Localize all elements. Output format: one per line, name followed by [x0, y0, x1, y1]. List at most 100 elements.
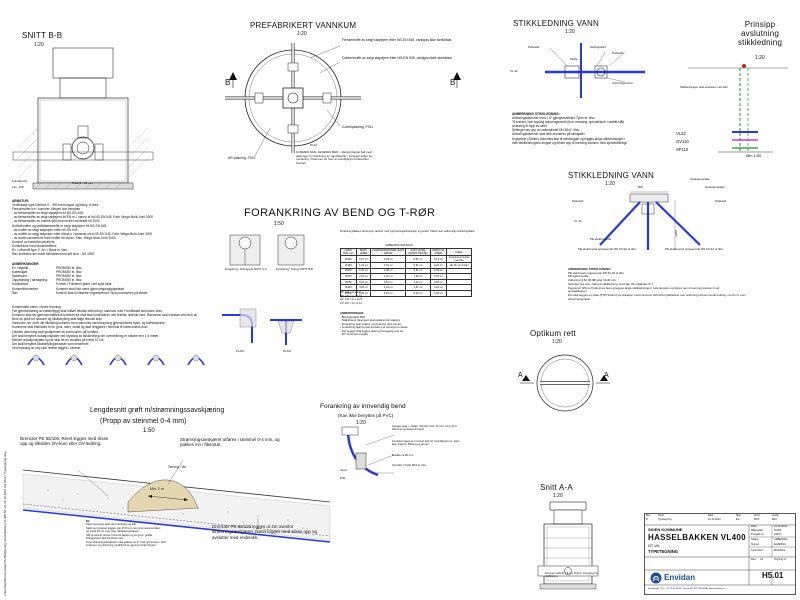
forankring-plan-label: PLAN: [283, 349, 291, 353]
forankring-plan-label: PLAN: [236, 349, 244, 353]
titleblock-frame: [644, 513, 796, 595]
stikk-top-label: Peilestid: [528, 45, 540, 49]
stikk-top-label: Anboringsventil: [612, 81, 633, 85]
snitt-aa-note: Kommer maksat 1 8 mm finnes i overgang f…: [545, 572, 598, 579]
bend-factor: 22° A/0 = A x 0,27: [340, 297, 363, 302]
forankring-table: LEDN. DIM. mm BLØT LEIRE LAGRINGSMASSER …: [340, 248, 472, 297]
anmerkning-row: Rør:Kontroll skal bli fikserte vegnettve…: [12, 290, 148, 295]
titleblock-projno: 23070: [774, 533, 782, 536]
armatur-line: Ev. Luftventil type 2" Art. / Bank el. t…: [12, 248, 68, 253]
armatur-line: Røv innfestet rør/ enkel strekkfast med …: [12, 252, 95, 257]
forankring-anm: ANMERKNINGER: - Betongkvalitet B30 - Stå…: [340, 311, 480, 337]
lengdesnitt-note: D1:: [86, 520, 91, 523]
stikk-mid-drawing: [599, 191, 701, 250]
prinsipp-title-1: Prinsipp avslutning stikkledning: [737, 20, 783, 48]
optikum-scale: 1:20: [552, 339, 562, 345]
innvendig-label: Forankret gjennom innmurt bolt (2) med k…: [392, 440, 460, 447]
snitt-aa-title: Snitt A-A: [540, 483, 573, 492]
innvendig-scale: 1:20: [356, 420, 366, 426]
table-header: BLØT LEIRE: [355, 248, 371, 256]
stikk-top-anm-line: Anboringsklammer skal ikke monteres på r…: [512, 132, 585, 137]
stikk-top-anm-line: Settinger tas opp av settespindel DN 60x…: [512, 128, 580, 133]
table-header: FJELL: [446, 248, 472, 256]
innvendig-label: Spunt: [340, 469, 348, 472]
forankring-anm-line: - Der bygget skal legges plast og bevege…: [340, 328, 404, 333]
titleblock-date-label: Dato:: [751, 525, 758, 528]
armatur-notes: ARMATUR: Ventilutstyr type Dimfrox S - 9…: [12, 199, 172, 256]
anmerkning-row: Kabelskjøt:PROM050 el. tilsv.: [12, 270, 83, 275]
prinsipp-scale: 1:20: [755, 55, 765, 61]
stikk-mid-label: Isolasjonsplate: [690, 177, 710, 181]
innvendig-label: Bredde ca 80 mm: [392, 454, 414, 457]
stikk-top-title: STIKKLEDNING VANN: [513, 19, 599, 28]
forankring-scale: 1:50: [274, 221, 284, 227]
innvendig-subtitle: (Kan ikke benyttes på PVC): [338, 413, 394, 418]
stikk-mid-anm-line: Kopperrør (25mm²) klammes fast og legges…: [568, 285, 720, 290]
forankring-note-top: Forankringsflatens dimensjon varierer me…: [340, 230, 476, 233]
lengdesnitt-note: Tilleggsrøret skal ha slisse ned.: [86, 537, 124, 541]
titleblock-status-label: Status:: [751, 538, 760, 541]
prefab-note-1: Flensemuffe av seigt støpejern etter NS-…: [342, 38, 452, 42]
forankring-anm-line: - Betongkvalitet B30: [340, 314, 366, 319]
snitt-bb-title: SNITT B-B: [22, 31, 63, 40]
titleblock-company-address: Envidan AS | Tlf.: +47 22 90 16 00 | Org…: [648, 588, 725, 590]
forankring-anm-line: - Forankring skal ha fast kontakt mot uf…: [340, 325, 408, 330]
stikk-top-scale: 1:20: [565, 29, 575, 35]
envidan-logo-icon: [650, 572, 662, 584]
stikk-top-label: Settingsfeld: [590, 45, 606, 49]
titleblock-drawing: TYPETEGNING: [648, 549, 679, 554]
lengdesnitt-label: Terreng / Vei: [168, 465, 186, 469]
titleblock-company: Envidan: [664, 573, 696, 582]
prefab-title: PREFABRIKERT VANNKUM: [250, 21, 357, 30]
titleblock-sheet-label: Tegning nr.:: [774, 558, 788, 561]
lengdesnitt-label: Strømningsavskjæret utføres i steinmel 0…: [180, 437, 280, 448]
titleblock-status: ARBEIDSG.: [774, 538, 789, 541]
lengdesnitt-scale: 1:50: [143, 428, 155, 434]
optikum-drawing: [520, 354, 610, 412]
stikk-mid-anm-line: PE elektroveis spisseende DN 63-32 el.ti…: [568, 270, 625, 275]
bend-factors: 90° A/0 = A x 1,0 45° A/0 = A x 0,54 22°…: [340, 290, 420, 305]
stikk-mid-anm-line: Anboring (4.62 08-08) eller 62-82 mm: [568, 278, 617, 283]
stikk-mid-anm-line: Det skal legges en plate (5*60*120cm) av…: [568, 293, 746, 298]
anmerkning-row: Kummeklonnenter:Kummer skal ikke være gj…: [12, 286, 124, 291]
note-line: Det skal benyttes isolasjonsplater ved k…: [12, 333, 160, 338]
titleblock-format: A1: [760, 558, 764, 561]
stikk-top-drawing: [545, 43, 645, 98]
titleblock-format-label: Rev.: [751, 558, 757, 561]
stikk-mid-anm-line: anboringspunktet.: [568, 296, 591, 301]
titleblock-client: SKIEN KOMMUNE: [648, 527, 683, 532]
stikk-mid-anm-line: sjendellbelegn.: [568, 289, 588, 294]
titleblock-projno-label: Prosjekt nr.:: [751, 533, 765, 536]
prefab-scale: 1:20: [297, 31, 307, 37]
stikk-top-anm: ANMERKNING STIKKLEDNING: Anboringsklamme…: [512, 112, 672, 145]
anmerkninger-list: ANMERKNINGER: Ev. vegblist:PROM050 el. t…: [12, 262, 182, 295]
armatur-line: ARMATUR:: [12, 199, 29, 203]
forankring-anm-line: - Stålrørbend /fasonger skal avsikres fø…: [340, 318, 400, 323]
optikum-title: Optikum rett: [530, 329, 576, 338]
note-line: Kummen skal før gjennomsnittsnivå kommet…: [12, 313, 198, 318]
snitt-bb-drawing: [12, 47, 154, 190]
stikk-top-anm-line: Til tverdel / bør kopling anboringsventi…: [512, 120, 625, 125]
stikk-mid-dim-600: 600: [638, 185, 644, 189]
general-notes: Kummedekt varier i nedre fresning Før gj…: [12, 305, 217, 350]
prinsipp-label: OV110: [676, 139, 689, 144]
armatur-line: Kombiblock med forsterketflens: [12, 244, 57, 249]
titleblock-scale-label: Målestokk:: [751, 529, 764, 532]
prinsipp-label: SP110: [676, 147, 689, 152]
note-line: Lokkets utforming skal godkjennes av kom…: [12, 329, 99, 334]
snitt-bb-scale: 1:20: [34, 42, 44, 48]
stikk-mid-label: VL 32: [574, 219, 582, 223]
innvendig-label: RIM: [340, 477, 345, 480]
anmerkning-row: Kabelkonn:PROM050 el. tilsv.: [12, 274, 83, 279]
lengdesnitt-note: Topp strømningsavskjærer skal pakkes av …: [86, 540, 166, 544]
innvendig-label: Spuntkil, 2 bolte M16 el. tilsv.: [392, 464, 427, 467]
table-header: FAST LEIRE (SVAKT FESTE): [405, 248, 431, 256]
titleblock-scale: NUDS: [774, 529, 782, 532]
forankring-anm-heading: ANMERKNINGER:: [340, 311, 365, 315]
snitt-aa-scale: 1:20: [553, 493, 563, 499]
stikk-top-label: Peilestid: [612, 51, 624, 55]
